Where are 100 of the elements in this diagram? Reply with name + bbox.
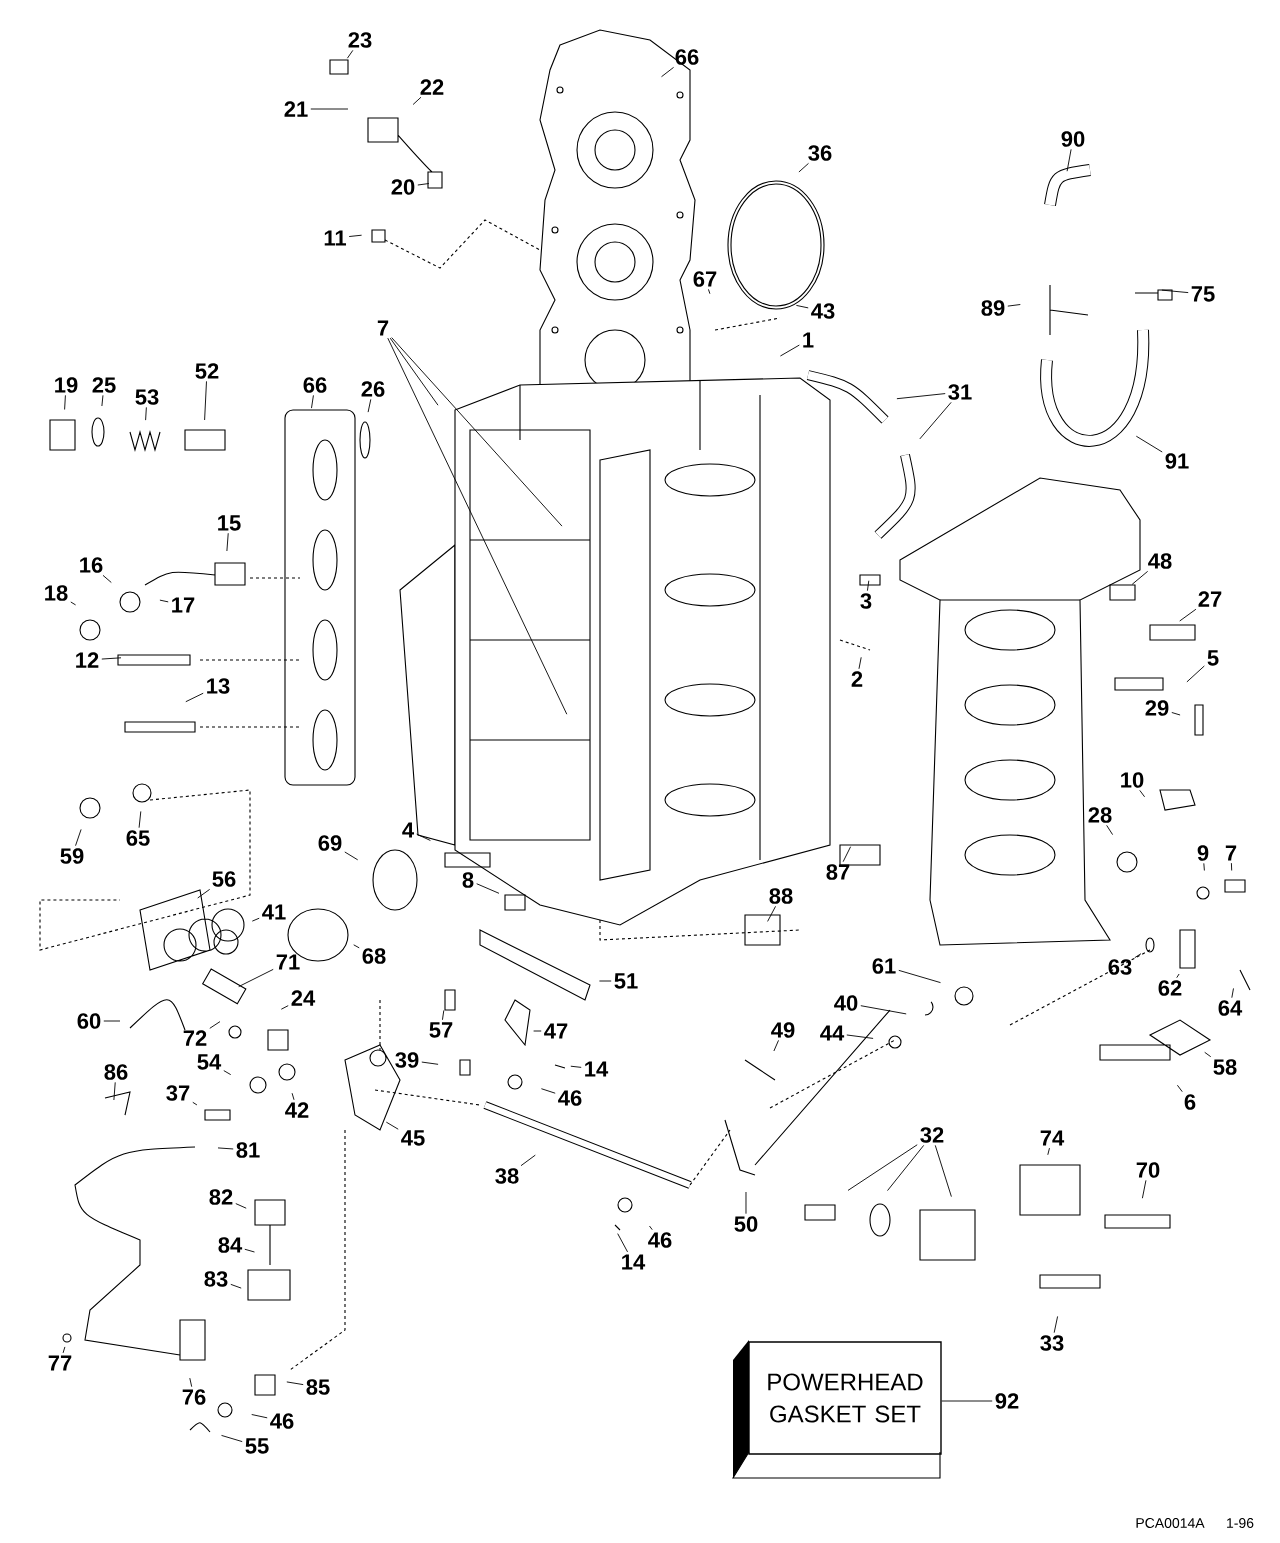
callout-number: 45	[401, 1130, 425, 1146]
leader-line	[416, 833, 431, 841]
callout-number: 82	[209, 1189, 233, 1205]
callout-number: 68	[362, 948, 386, 964]
leader-line	[113, 1081, 116, 1101]
callout-number: 61	[872, 958, 896, 974]
callout-number: 41	[262, 904, 286, 920]
leader-line	[348, 234, 363, 237]
callout-number: 21	[284, 101, 308, 117]
leader-line	[64, 394, 66, 410]
callout-number: 47	[544, 1023, 568, 1039]
callout-number: 37	[166, 1085, 190, 1101]
callout-number: 58	[1213, 1059, 1237, 1075]
leader-line	[866, 580, 870, 592]
leader-line	[1231, 987, 1234, 999]
leader-line	[1186, 665, 1205, 683]
leader-line	[192, 1101, 198, 1106]
leader-line	[244, 1248, 255, 1253]
callout-number: 84	[218, 1237, 243, 1253]
callout-number: 32	[920, 1127, 944, 1143]
callout-number: 5	[1207, 650, 1219, 666]
callout-number: 66	[303, 377, 327, 393]
leader-line	[189, 1377, 193, 1388]
leader-line	[286, 1381, 304, 1386]
callout-number: 24	[291, 990, 316, 1006]
leader-line	[1203, 862, 1205, 871]
callout-number: 2	[851, 671, 863, 687]
callout-number: 74	[1040, 1130, 1065, 1146]
leader-line	[412, 96, 422, 105]
callout-number: 38	[495, 1168, 519, 1184]
callout-number: 3	[860, 593, 872, 609]
leader-line	[367, 398, 372, 413]
leader-line	[1204, 1051, 1212, 1058]
leader-line	[387, 337, 568, 715]
callout-number: 63	[1108, 959, 1132, 975]
leader-line	[62, 1346, 66, 1354]
date-code: 1-96	[1227, 1518, 1254, 1528]
leader-line	[934, 1144, 952, 1198]
leader-line	[1134, 953, 1142, 959]
callout-number: 59	[60, 848, 84, 864]
leader-line	[102, 574, 112, 583]
leader-line	[708, 288, 711, 295]
leader-line	[442, 1009, 445, 1021]
leader-line	[145, 406, 147, 421]
callout-number: 72	[183, 1030, 207, 1046]
leader-line	[385, 1121, 399, 1130]
leader-line	[138, 810, 142, 829]
callout-number: 64	[1218, 1000, 1243, 1016]
leader-line	[280, 1005, 289, 1010]
callout-number: 76	[182, 1389, 206, 1405]
leader-line	[1171, 712, 1181, 716]
callout-number: 39	[395, 1052, 419, 1068]
callout-number: 87	[826, 864, 850, 880]
leader-line	[617, 1233, 628, 1253]
callout-number: 69	[318, 835, 342, 851]
callout-number: 70	[1136, 1162, 1160, 1178]
leader-line	[1066, 148, 1072, 172]
leader-line	[1141, 1179, 1147, 1199]
callout-number: 56	[212, 871, 236, 887]
leader-line	[101, 657, 122, 660]
callout-number: 26	[361, 381, 385, 397]
leader-line	[291, 1092, 295, 1101]
callout-number: 67	[693, 271, 717, 287]
callout-number: 46	[270, 1413, 294, 1429]
callout-number: 57	[429, 1022, 453, 1038]
callout-number: 17	[172, 597, 195, 613]
callout-number: 85	[306, 1379, 330, 1395]
leader-line	[1230, 862, 1233, 871]
callout-number: 48	[1148, 553, 1172, 569]
leader-line	[310, 108, 349, 110]
leader-line	[896, 393, 946, 400]
leader-line	[197, 888, 211, 899]
callout-number: 33	[1040, 1335, 1064, 1351]
leader-line	[1106, 824, 1114, 836]
callout-number: 92	[995, 1393, 1019, 1409]
leader-line	[226, 532, 229, 552]
callout-number: 1	[803, 332, 814, 348]
leader-line	[898, 969, 941, 984]
callout-number: 12	[76, 652, 99, 668]
callout-number: 46	[648, 1232, 672, 1248]
callout-number: 23	[348, 32, 372, 48]
leader-line	[346, 49, 354, 59]
leader-line	[1007, 304, 1021, 307]
leader-line	[520, 1154, 536, 1167]
leader-line	[476, 883, 500, 894]
callout-number: 31	[948, 384, 972, 400]
callout-number: 15	[218, 515, 241, 531]
leader-line	[1176, 973, 1180, 979]
leader-line	[230, 1283, 242, 1289]
callout-number: 66	[675, 49, 699, 65]
leader-line	[773, 1039, 779, 1052]
callout-number: 14	[622, 1254, 646, 1270]
callout-number: 46	[558, 1090, 582, 1106]
leader-line	[858, 656, 862, 670]
callout-number: 6	[1184, 1094, 1196, 1110]
callout-number: 22	[420, 79, 444, 95]
callout-number: 49	[771, 1022, 795, 1038]
leader-line	[209, 1021, 221, 1029]
callout-number: 83	[204, 1271, 228, 1287]
leader-line	[1176, 1084, 1183, 1093]
